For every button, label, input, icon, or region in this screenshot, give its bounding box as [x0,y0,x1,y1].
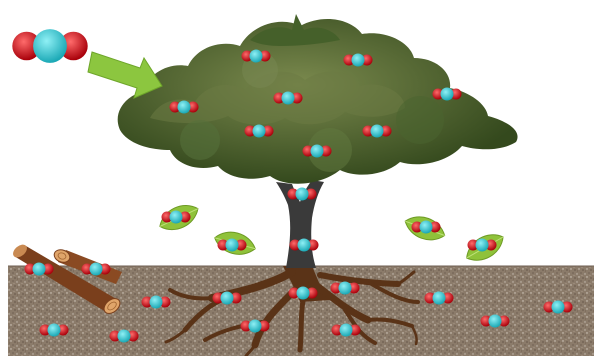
co2-molecule-icon [303,145,332,158]
co2-molecule-icon [481,315,510,328]
co2-molecule-icon [12,29,87,63]
co2-molecule-icon [331,282,360,295]
co2-molecule-icon [218,239,247,252]
co2-molecule-icon [162,211,191,224]
co2-molecule-icon [213,292,242,305]
co2-molecule-icon [344,54,373,67]
co2-molecule-icon [245,125,274,138]
co2-molecule-icon [170,101,199,114]
co2-molecule-icon [425,292,454,305]
co2-molecule-icon [363,125,392,138]
co2-molecule-icon [288,188,317,201]
co2-molecule-icon [242,50,271,63]
co2-molecule-icon [289,287,318,300]
co2-molecule-icon [274,92,303,105]
co2-molecule-icon [468,239,497,252]
co2-molecule-icon [433,88,462,101]
co2-molecule-icon [290,239,319,252]
co2-molecule-icon [82,263,111,276]
green-arrow-icon [88,52,162,98]
co2-molecule-icon [110,330,139,343]
co2-molecule-icon [25,263,54,276]
co2-molecule-icon [332,324,361,337]
co2-molecule-icon [142,296,171,309]
co2-molecule-icon [241,320,270,333]
co2-molecule-icon [40,324,69,337]
co2-molecule-icon [412,221,441,234]
co2-molecule-icon [544,301,573,314]
